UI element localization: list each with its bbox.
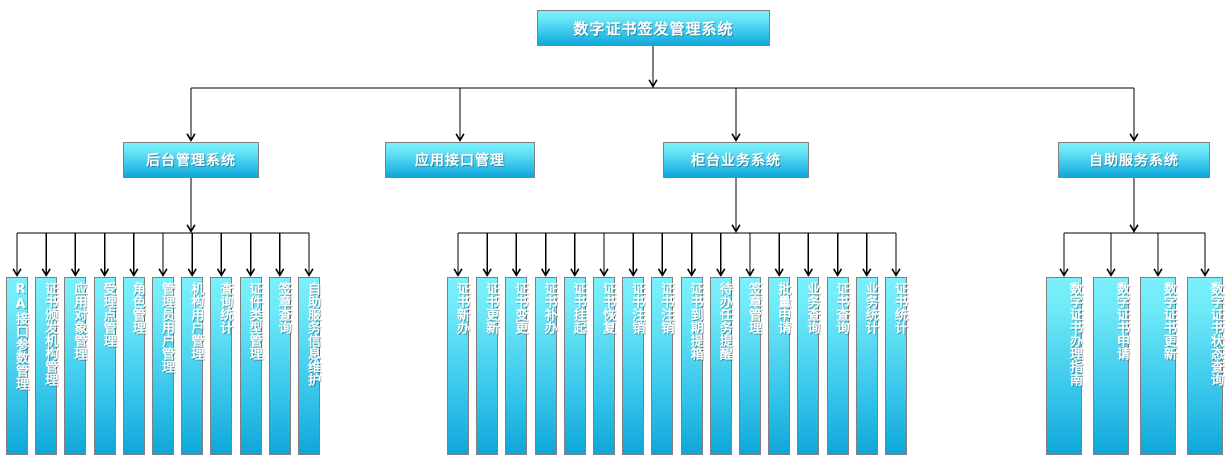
root-node-label: 数字证书签发管理系统 [573,19,734,38]
branch-node-selfservice[interactable]: 自助服务系统 [1058,142,1210,178]
branch-node-label: 柜台业务系统 [691,153,781,169]
leaf-node[interactable]: 证书统计 [885,277,907,455]
leaf-node[interactable]: 证书更新 [476,277,499,455]
leaf-node-label: 证书统计 [892,282,907,334]
branch-node-counter[interactable]: 柜台业务系统 [663,142,809,178]
leaf-node-label: 证书注销 [629,282,645,334]
leaf-node[interactable]: 数字证书更新 [1140,277,1176,455]
leaf-node[interactable]: 证书注销 [622,277,645,455]
leaf-node-label: 证书挂起 [570,282,586,334]
leaf-node-label: 待办任务提醒 [716,282,732,360]
leaf-node[interactable]: 证书注销 [651,277,674,455]
leaf-node[interactable]: 数字证书申请 [1093,277,1129,455]
leaf-node-label: 角色管理 [129,282,145,334]
leaf-node-label: 自助服务信息维护 [305,282,320,386]
leaf-node-label: 证书更新 [483,282,499,334]
leaf-node[interactable]: 数字证书状态查询 [1187,277,1223,455]
root-node[interactable]: 数字证书签发管理系统 [537,10,770,46]
leaf-node[interactable]: 证书挂起 [563,277,586,455]
leaf-node-label: 数字证书办理指南 [1067,282,1082,386]
leaf-node-label: 签章管理 [746,282,761,334]
branch-node-api[interactable]: 应用接口管理 [385,142,535,178]
leaf-node[interactable]: 机构用户管理 [181,277,204,455]
leaf-node[interactable]: 数字证书办理指南 [1046,277,1082,455]
branch-node-label: 自助服务系统 [1089,153,1179,169]
leaf-node-label: 证书到期提箱 [687,282,703,360]
leaf-node[interactable]: 证书新办 [447,277,469,455]
leaf-node[interactable]: 应用对象管理 [64,277,87,455]
branch-node-backend[interactable]: 后台管理系统 [123,142,259,178]
leaf-node[interactable]: 待办任务提醒 [709,277,732,455]
leaf-node-label: 业务统计 [862,282,878,334]
leaf-node[interactable]: 管理员用户管理 [152,277,174,455]
leaf-node-label: 签章查询 [275,282,291,334]
leaf-node-label: 业务查询 [804,282,820,334]
leaf-node-label: 证书注销 [658,282,674,334]
leaf-node[interactable]: 签章查询 [268,277,291,455]
leaf-node-label: 应用对象管理 [71,282,87,360]
leaf-node[interactable]: 证书颁发机构管理 [35,277,58,455]
leaf-node-label: 查询统计 [217,282,233,334]
leaf-node-label: 数字证书申请 [1114,282,1129,360]
leaf-node-label: 受理点管理 [100,282,116,347]
leaf-node-label: RA接口参数管理 [13,282,28,390]
leaf-node[interactable]: 证书查询 [826,277,849,455]
leaf-node[interactable]: 查询统计 [210,277,233,455]
leaf-node[interactable]: 自助服务信息维护 [298,277,320,455]
leaf-node-label: 证书新办 [454,282,469,334]
leaf-node[interactable]: 证书补办 [534,277,557,455]
branch-node-label: 应用接口管理 [415,153,505,169]
leaf-node-label: 批量申请 [775,282,791,334]
leaf-node-label: 证书变更 [512,282,528,334]
leaf-node-label: 证书查询 [833,282,849,334]
branch-node-label: 后台管理系统 [146,153,236,169]
leaf-node-label: 机构用户管理 [188,282,204,360]
leaf-node[interactable]: 角色管理 [122,277,145,455]
leaf-node-label: 数字证书状态查询 [1208,282,1223,386]
leaf-node-label: 证书颁发机构管理 [42,282,58,386]
leaf-node[interactable]: 证书到期提箱 [680,277,703,455]
leaf-node-label: 证件类型管理 [246,282,262,360]
leaf-node-label: 数字证书更新 [1161,282,1176,360]
leaf-node-label: 管理员用户管理 [159,282,174,373]
leaf-node-label: 证书补办 [541,282,557,334]
leaf-node[interactable]: 证书恢复 [593,277,615,455]
leaf-node[interactable]: 业务统计 [855,277,878,455]
leaf-node-label: 证书恢复 [600,282,615,334]
leaf-node[interactable]: RA接口参数管理 [6,277,28,455]
leaf-node[interactable]: 证件类型管理 [239,277,262,455]
leaf-node[interactable]: 签章管理 [739,277,761,455]
leaf-node[interactable]: 业务查询 [797,277,820,455]
leaf-node[interactable]: 证书变更 [505,277,528,455]
leaf-node[interactable]: 受理点管理 [93,277,116,455]
leaf-node[interactable]: 批量申请 [768,277,791,455]
